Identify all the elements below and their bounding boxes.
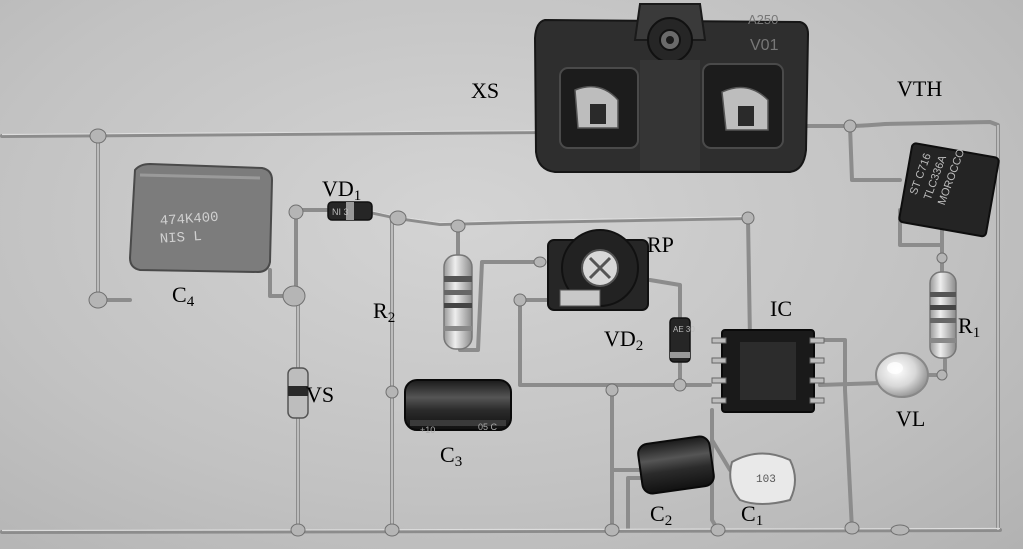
resistor-r2 [443, 254, 473, 350]
wire-highlights [1, 125, 1001, 532]
c3-marking-2: 05 C [478, 422, 498, 432]
label-rp: RP [647, 232, 674, 257]
label-vs: VS [306, 382, 335, 407]
diac-vs [287, 367, 309, 419]
label-c3: C3 [440, 442, 463, 470]
c1-marking: 103 [756, 474, 776, 486]
label-vd1: VD1 [322, 176, 362, 204]
triac-vth: ST C716 TLC336A MOROCCO [898, 142, 1000, 238]
diode-vd2: AE 30 [669, 317, 695, 363]
label-vd2: VD2 [604, 326, 644, 354]
c4-marking-1: 474K400 [159, 210, 219, 230]
diode-vd1: NI 3 [327, 201, 373, 221]
socket-marking-2: V01 [750, 37, 779, 54]
capacitor-c2 [637, 435, 715, 495]
label-r1: R1 [958, 313, 981, 341]
label-c4: C4 [172, 282, 195, 310]
trimpot-rp [547, 229, 649, 311]
vd2-marking: AE 30 [673, 325, 695, 334]
resistor-r1 [929, 271, 957, 359]
label-ic: IC [770, 296, 792, 321]
led-vl [875, 352, 929, 398]
label-c2: C2 [650, 501, 673, 529]
c4-marking-2: NIS L [159, 229, 202, 248]
socket-marking-1: A250 [748, 12, 778, 27]
label-xs: XS [471, 78, 500, 103]
label-vl: VL [896, 406, 926, 431]
capacitor-c4: 474K400 NIS L [128, 162, 274, 274]
vd1-marking: NI 3 [332, 207, 349, 217]
label-vth: VTH [897, 76, 943, 101]
socket-xs: A250 V01 [533, 3, 810, 173]
capacitor-c3: +10 05 C [404, 379, 512, 435]
solder-joints [88, 119, 948, 537]
label-r2: R2 [373, 298, 396, 326]
ic-chip [711, 329, 825, 413]
c3-marking: +10 [420, 425, 435, 435]
capacitor-c1: 103 [729, 452, 796, 505]
label-c1: C1 [741, 501, 764, 529]
